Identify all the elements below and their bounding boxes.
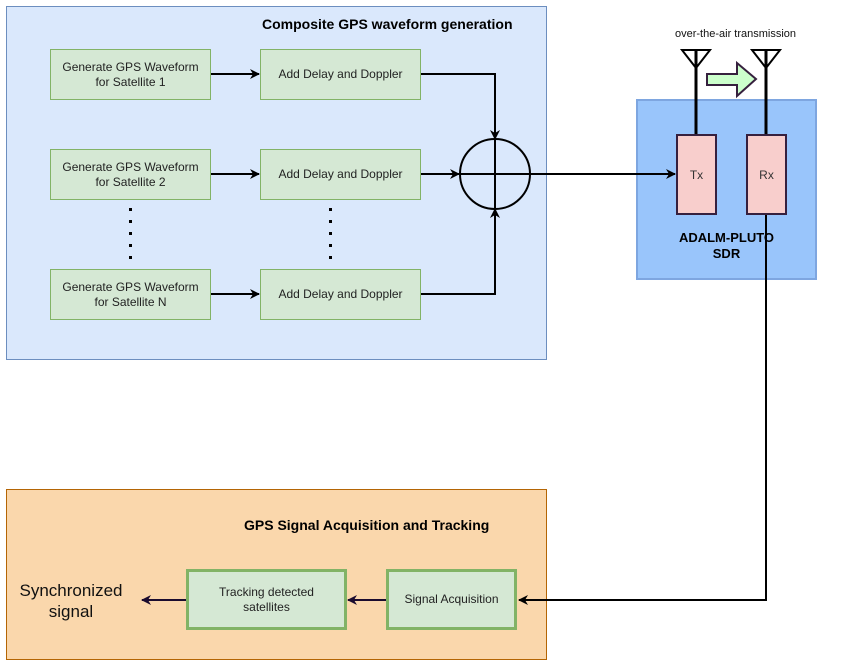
tx-label: Tx — [689, 167, 704, 182]
tx-block[interactable]: Tx — [676, 134, 717, 215]
ellipsis-generators — [129, 208, 132, 259]
over-the-air-label: over-the-air transmission — [675, 28, 797, 40]
tracking-label-line1: Tracking detected — [219, 584, 314, 599]
generator-label-line2: for Satellite 2 — [95, 174, 166, 189]
transmission-arrow-icon — [706, 60, 758, 99]
delay-doppler-block-2[interactable]: Add Delay and Doppler — [260, 149, 421, 200]
arrow-delayN-to-summer — [421, 208, 500, 295]
output-label-line2: signal — [48, 602, 94, 621]
sdr-label-line2: SDR — [712, 246, 741, 261]
generator-label-line1: Generate GPS Waveform — [62, 159, 199, 174]
delay-doppler-block-n[interactable]: Add Delay and Doppler — [260, 269, 421, 320]
rx-block[interactable]: Rx — [746, 134, 787, 215]
generator-label-line2: for Satellite 1 — [95, 74, 166, 89]
delay-doppler-label: Add Delay and Doppler — [278, 167, 403, 181]
tracking-label-line2: satellites — [243, 599, 290, 614]
delay-doppler-label: Add Delay and Doppler — [278, 67, 403, 81]
rx-antenna-icon — [749, 49, 783, 134]
tracking-group-title: GPS Signal Acquisition and Tracking — [244, 517, 490, 533]
synchronized-signal-output: Synchronized signal — [10, 580, 132, 622]
delay-doppler-block-1[interactable]: Add Delay and Doppler — [260, 49, 421, 100]
generator-label-line2: for Satellite N — [94, 294, 167, 309]
summing-junction-icon — [459, 138, 531, 210]
sdr-label: ADALM-PLUTO SDR — [636, 230, 817, 262]
rx-label: Rx — [759, 167, 774, 182]
arrow-delay1-to-summer — [421, 73, 500, 140]
signal-acquisition-block[interactable]: Signal Acquisition — [386, 569, 517, 630]
arrow-rx-to-acquisition — [518, 215, 767, 605]
composite-group-title: Composite GPS waveform generation — [262, 16, 513, 32]
generator-label-line1: Generate GPS Waveform — [62, 279, 199, 294]
signal-acquisition-label: Signal Acquisition — [404, 592, 499, 606]
sdr-label-line1: ADALM-PLUTO — [678, 230, 775, 245]
generator-label-line1: Generate GPS Waveform — [62, 59, 199, 74]
output-label-line1: Synchronized — [19, 581, 123, 600]
tx-antenna-icon — [679, 49, 713, 134]
delay-doppler-label: Add Delay and Doppler — [278, 287, 403, 301]
ellipsis-delays — [329, 208, 332, 259]
